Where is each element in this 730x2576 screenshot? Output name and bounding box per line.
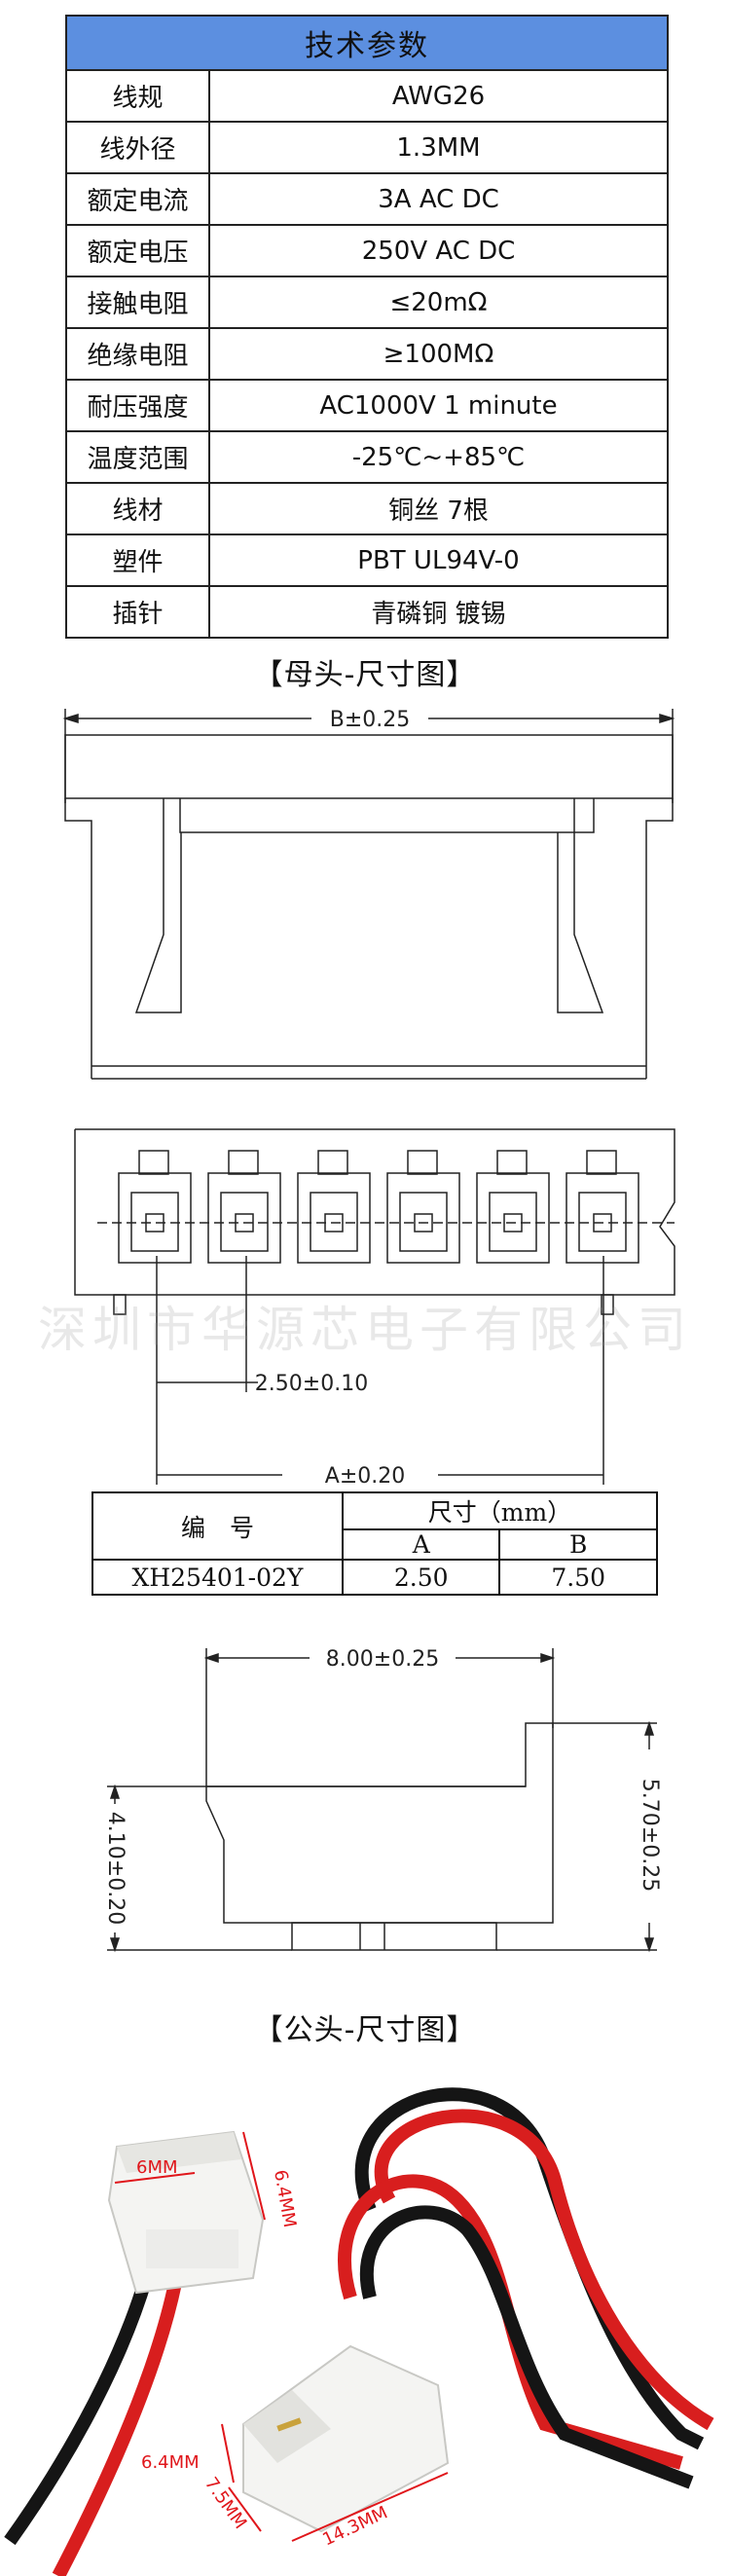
product-photo-illustration: 6MM 6.4MM 6.4MM 7.5MM 14.3MM xyxy=(4,2087,714,2576)
dim-b-cell: 7.50 xyxy=(498,1559,658,1596)
spec-label: 接触电阻 xyxy=(65,276,210,329)
dimension-table: 编 号 尺寸（mm） A B XH25401-02Y 2.50 7.50 xyxy=(91,1491,658,1596)
spec-label: 温度范围 xyxy=(65,430,210,484)
female-connector xyxy=(107,2130,265,2295)
spec-row: 温度范围-25℃~+85℃ xyxy=(65,430,669,484)
spec-row: 插针青磷铜 镀锡 xyxy=(65,585,669,639)
spec-value: 铜丝 7根 xyxy=(208,482,669,535)
female-height-label: 6.4MM xyxy=(270,2168,300,2228)
spec-row: 接触电阻≤20mΩ xyxy=(65,276,669,329)
spec-label: 线规 xyxy=(65,69,210,123)
dim-col-code: 编 号 xyxy=(91,1491,344,1561)
spec-value: ≥100MΩ xyxy=(208,327,669,381)
female-front-drawing: B±0.25 xyxy=(62,708,675,1080)
spec-value: 青磷铜 镀锡 xyxy=(208,585,669,639)
side-view-drawing: 8.00±0.25 4.10±0.20 5.70±0.25 xyxy=(103,1647,662,1953)
dim-col-a: A xyxy=(341,1528,501,1561)
spec-value: 1.3MM xyxy=(208,121,669,174)
side-width-label: 8.00±0.25 xyxy=(326,1647,439,1672)
male-connector xyxy=(242,2344,450,2533)
male-section-title: 【公头-尺寸图】 xyxy=(253,2013,477,2047)
dim-pitch-label: 2.50±0.10 xyxy=(255,1372,368,1396)
spec-label: 绝缘电阻 xyxy=(65,327,210,381)
female-width-label: 6MM xyxy=(136,2157,178,2178)
spec-value: -25℃~+85℃ xyxy=(208,430,669,484)
spec-table-header-row: 技术参数 xyxy=(65,15,669,71)
spec-value: AC1000V 1 minute xyxy=(208,379,669,432)
watermark-text: 深圳市华源芯电子有限公司 xyxy=(38,1302,692,1358)
spec-label: 额定电流 xyxy=(65,172,210,226)
pin-cavities xyxy=(118,1150,639,1264)
spec-value: PBT UL94V-0 xyxy=(208,534,669,587)
spec-value: 3A AC DC xyxy=(208,172,669,226)
female-top-drawing: 2.50±0.10 A±0.20 xyxy=(74,1128,675,1489)
side-left-height-label: 4.10±0.20 xyxy=(103,1812,128,1925)
spec-label: 塑件 xyxy=(65,534,210,587)
spec-table-title: 技术参数 xyxy=(65,15,669,71)
dim-a-cell: 2.50 xyxy=(341,1559,501,1596)
dim-b-label: B±0.25 xyxy=(330,708,411,732)
spec-row: 绝缘电阻≥100MΩ xyxy=(65,327,669,381)
dim-col-b: B xyxy=(498,1528,658,1561)
spec-value: ≤20mΩ xyxy=(208,276,669,329)
spec-value: AWG26 xyxy=(208,69,669,123)
spec-row: 线材铜丝 7根 xyxy=(65,482,669,535)
spec-label: 耐压强度 xyxy=(65,379,210,432)
spec-label: 插针 xyxy=(65,585,210,639)
dim-code-cell: XH25401-02Y xyxy=(91,1559,344,1596)
spec-value: 250V AC DC xyxy=(208,224,669,277)
female-section-title: 【母头-尺寸图】 xyxy=(253,658,477,692)
table-row: XH25401-02Y 2.50 7.50 xyxy=(91,1559,658,1596)
dim-col-size: 尺寸（mm） xyxy=(342,1491,658,1530)
spec-label: 线材 xyxy=(65,482,210,535)
spec-label: 额定电压 xyxy=(65,224,210,277)
dim-a-label: A±0.20 xyxy=(325,1464,405,1489)
spec-label: 线外径 xyxy=(65,121,210,174)
side-right-height-label: 5.70±0.25 xyxy=(638,1779,662,1892)
male-height-label: 6.4MM xyxy=(141,2452,200,2473)
